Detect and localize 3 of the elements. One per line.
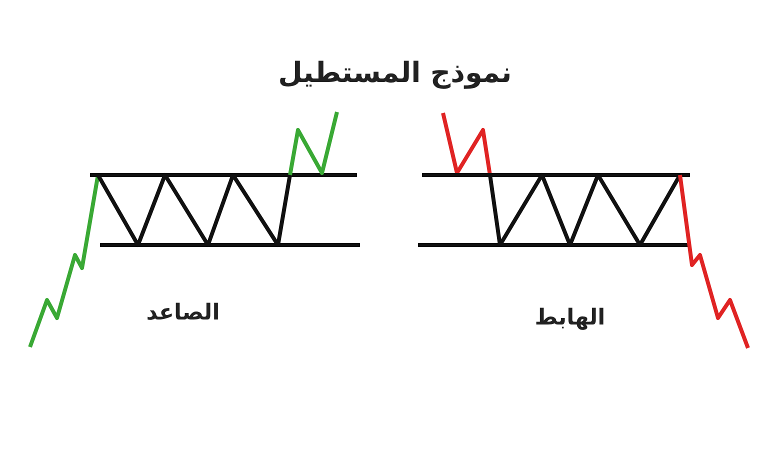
pattern-label: الهابط bbox=[534, 304, 606, 332]
title: نموذج المستطيل bbox=[278, 55, 512, 91]
pattern-label: الصاعد bbox=[146, 300, 220, 328]
